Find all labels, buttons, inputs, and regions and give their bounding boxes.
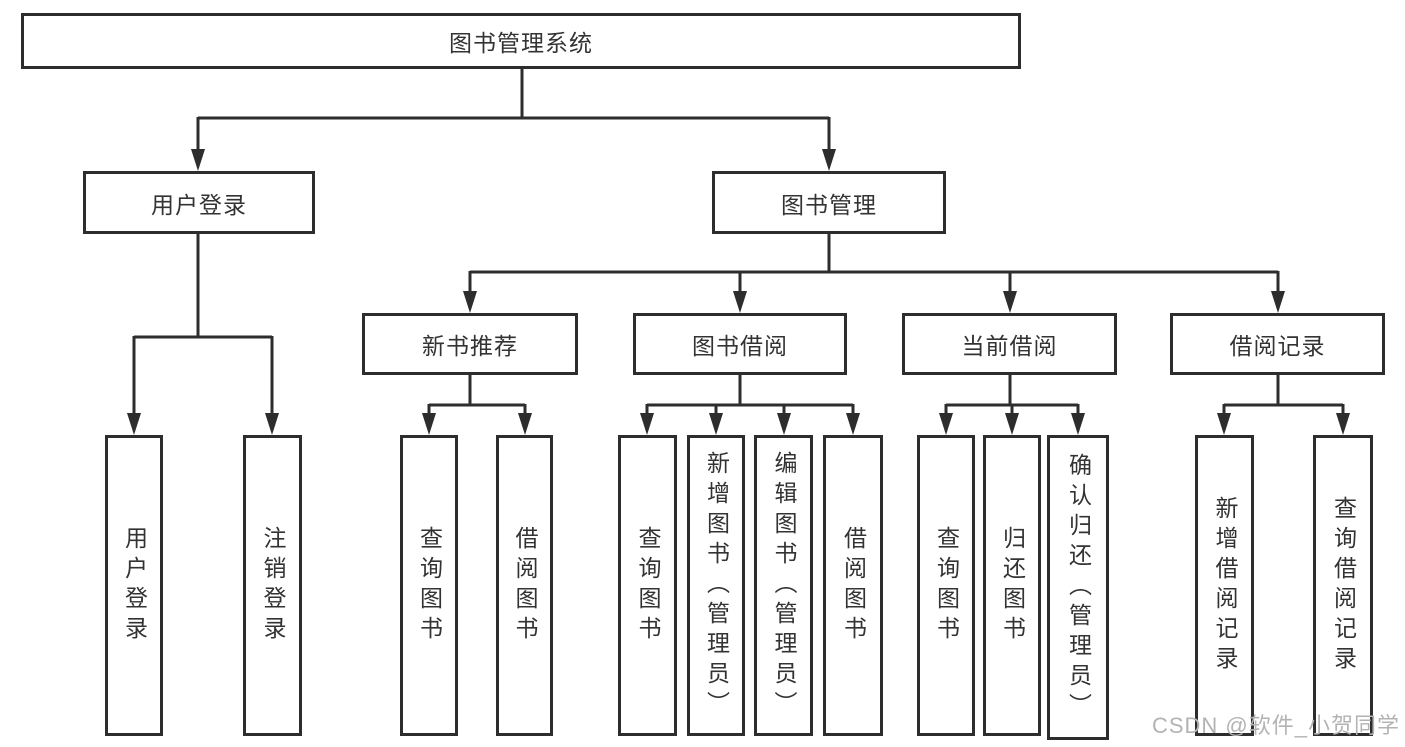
node-leaf-add-borrow-record: 新增借阅记录 <box>1195 435 1254 736</box>
node-leaf-borrow-books-2: 借阅图书 <box>823 435 883 736</box>
node-borrowing-records: 借阅记录 <box>1170 313 1385 375</box>
node-leaf-borrow-books-1: 借阅图书 <box>496 435 553 736</box>
node-label: 确认归还（管理员） <box>1065 452 1092 723</box>
node-book-borrowing: 图书借阅 <box>633 313 847 375</box>
node-leaf-return-books: 归还图书 <box>983 435 1041 736</box>
node-current-borrowing: 当前借阅 <box>902 313 1117 375</box>
node-leaf-confirm-return-admin: 确认归还（管理员） <box>1047 435 1109 740</box>
node-label: 新增借阅记录 <box>1212 495 1238 676</box>
csdn-watermark: CSDN @软件_小贺同学 <box>1151 713 1400 738</box>
node-label: 查询图书 <box>933 525 960 646</box>
node-label: 新书推荐 <box>422 333 518 359</box>
node-label: 查询图书 <box>635 525 661 646</box>
node-label: 编辑图书（管理员） <box>771 450 797 721</box>
node-label: 用户登录 <box>151 191 247 218</box>
node-label: 借阅记录 <box>1229 333 1326 359</box>
node-leaf-add-books-admin: 新增图书（管理员） <box>687 435 745 736</box>
node-label: 用户登录 <box>121 525 148 646</box>
node-new-book-recommend: 新书推荐 <box>362 313 578 375</box>
node-label: 图书借阅 <box>692 333 788 359</box>
node-book-management-branch: 图书管理 <box>712 171 946 234</box>
node-label: 查询借阅记录 <box>1330 495 1357 676</box>
node-label: 借阅图书 <box>512 525 538 646</box>
node-label: 借阅图书 <box>840 525 867 646</box>
node-label: 图书管理 <box>781 191 877 218</box>
node-leaf-logout: 注销登录 <box>243 435 302 736</box>
node-leaf-query-books-3: 查询图书 <box>917 435 975 736</box>
node-root-library-system: 图书管理系统 <box>21 13 1021 69</box>
node-leaf-user-login: 用户登录 <box>105 435 163 736</box>
node-label: 归还图书 <box>999 525 1026 646</box>
node-label: 当前借阅 <box>961 333 1058 359</box>
node-leaf-query-borrow-record: 查询借阅记录 <box>1313 435 1373 736</box>
node-label: 查询图书 <box>416 525 443 646</box>
node-label: 新增图书（管理员） <box>703 450 730 721</box>
node-label: 注销登录 <box>260 525 286 646</box>
node-leaf-query-books-2: 查询图书 <box>618 435 677 736</box>
node-user-login-branch: 用户登录 <box>83 171 315 234</box>
node-label: 图书管理系统 <box>449 30 593 56</box>
node-leaf-edit-books-admin: 编辑图书（管理员） <box>754 435 813 736</box>
node-leaf-query-books-1: 查询图书 <box>400 435 458 736</box>
